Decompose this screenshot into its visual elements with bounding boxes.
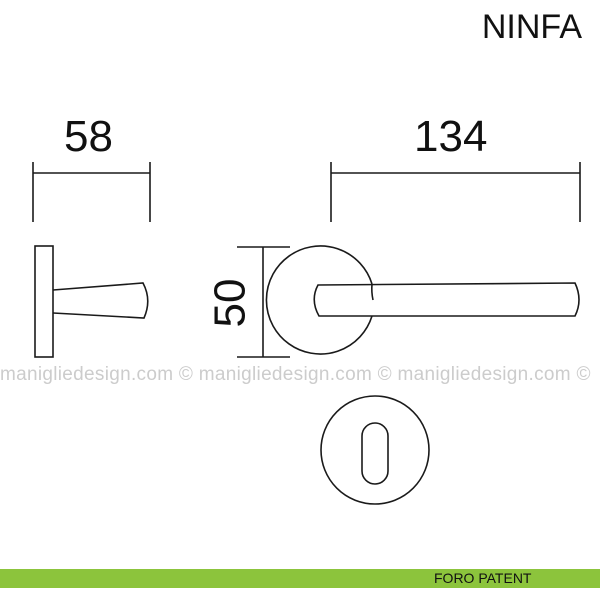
dimension-58	[32, 162, 151, 222]
dimension-134-label: 134	[414, 112, 488, 161]
side-view	[34, 245, 149, 358]
watermark: maniglie​design.com © maniglie​design.co…	[0, 364, 591, 385]
keyhole-escutcheon	[320, 395, 430, 505]
product-title: NINFA	[481, 8, 582, 46]
dimension-50-label: 50	[205, 278, 255, 328]
dimension-134	[330, 162, 581, 222]
dimension-58-label: 58	[64, 112, 113, 161]
front-view-handle	[265, 245, 580, 355]
footer-bar: FORO PATENT	[0, 569, 600, 588]
dimension-50	[237, 246, 290, 358]
footer-label: FORO PATENT	[434, 570, 532, 586]
